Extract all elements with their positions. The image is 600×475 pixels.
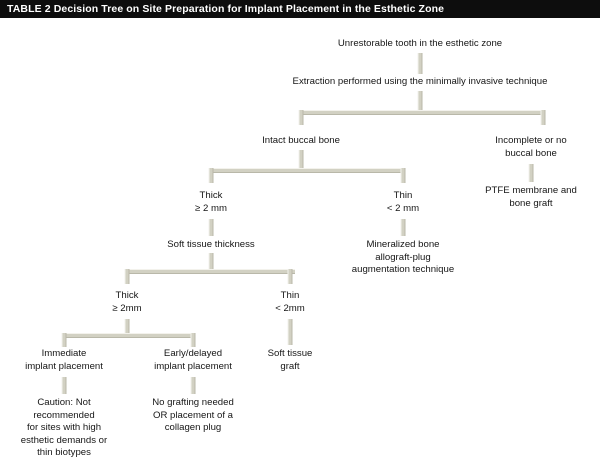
edge-extraction-split-bar bbox=[299, 110, 545, 115]
header-divider bbox=[0, 18, 600, 20]
node-no-grafting-note: No grafting needed OR placement of a col… bbox=[152, 397, 234, 434]
node-tissue-thin: Thin < 2mm bbox=[275, 290, 305, 314]
edge-intact-to-thick bbox=[208, 168, 214, 183]
node-root: Unrestorable tooth in the esthetic zone bbox=[337, 38, 503, 49]
edge-to-immediate-placement bbox=[61, 333, 67, 347]
edge-extraction-stem bbox=[417, 91, 423, 112]
node-extraction: Extraction performed using the minimally… bbox=[292, 76, 548, 87]
edge-soft-tissue-to-thin bbox=[287, 269, 293, 284]
node-bone-thin: Thin < 2 mm bbox=[386, 190, 420, 214]
node-tissue-thick: Thick ≥ 2mm bbox=[112, 290, 142, 314]
node-immediate-placement: Immediate implant placement bbox=[25, 348, 103, 372]
edge-thick-to-soft-tissue bbox=[208, 219, 214, 236]
edge-extraction-to-intact bbox=[298, 110, 304, 125]
edge-intact-stem bbox=[298, 150, 304, 170]
edge-intact-to-thin bbox=[400, 168, 406, 183]
edge-early-delayed-to-note bbox=[190, 377, 196, 394]
edge-to-early-delayed-placement bbox=[190, 333, 196, 347]
node-caution-note: Caution: Not recommended for sites with … bbox=[20, 397, 108, 459]
node-intact-buccal-bone: Intact buccal bone bbox=[262, 135, 340, 146]
node-bone-thick: Thick ≥ 2 mm bbox=[195, 190, 227, 214]
node-incomplete-buccal-bone: Incomplete or no buccal bone bbox=[495, 135, 567, 159]
table-title: TABLE 2 Decision Tree on Site Preparatio… bbox=[7, 3, 445, 15]
edge-extraction-to-incomplete bbox=[540, 110, 546, 125]
node-mineralized-bone: Mineralized bone allograft-plug augmenta… bbox=[351, 239, 455, 276]
edge-intact-split-bar bbox=[209, 168, 405, 173]
edge-soft-tissue-stem bbox=[208, 253, 214, 271]
node-early-delayed-placement: Early/delayed implant placement bbox=[154, 348, 232, 372]
edge-tissue-thick-split-bar bbox=[62, 333, 195, 338]
edge-tissue-thin-to-graft bbox=[287, 319, 293, 345]
edge-tissue-thick-stem bbox=[124, 319, 130, 335]
edge-soft-tissue-to-thick bbox=[124, 269, 130, 284]
node-ptfe-membrane: PTFE membrane and bone graft bbox=[485, 185, 577, 209]
node-soft-tissue-graft: Soft tissue graft bbox=[267, 348, 313, 372]
edge-root-to-extraction bbox=[417, 53, 423, 74]
node-soft-tissue-thickness: Soft tissue thickness bbox=[167, 239, 255, 250]
table-header-bar bbox=[0, 0, 600, 18]
edge-incomplete-to-ptfe bbox=[528, 164, 534, 182]
edge-soft-tissue-split-bar bbox=[125, 269, 295, 274]
edge-immediate-to-caution bbox=[61, 377, 67, 394]
edge-thin-to-mineralized bbox=[400, 219, 406, 236]
